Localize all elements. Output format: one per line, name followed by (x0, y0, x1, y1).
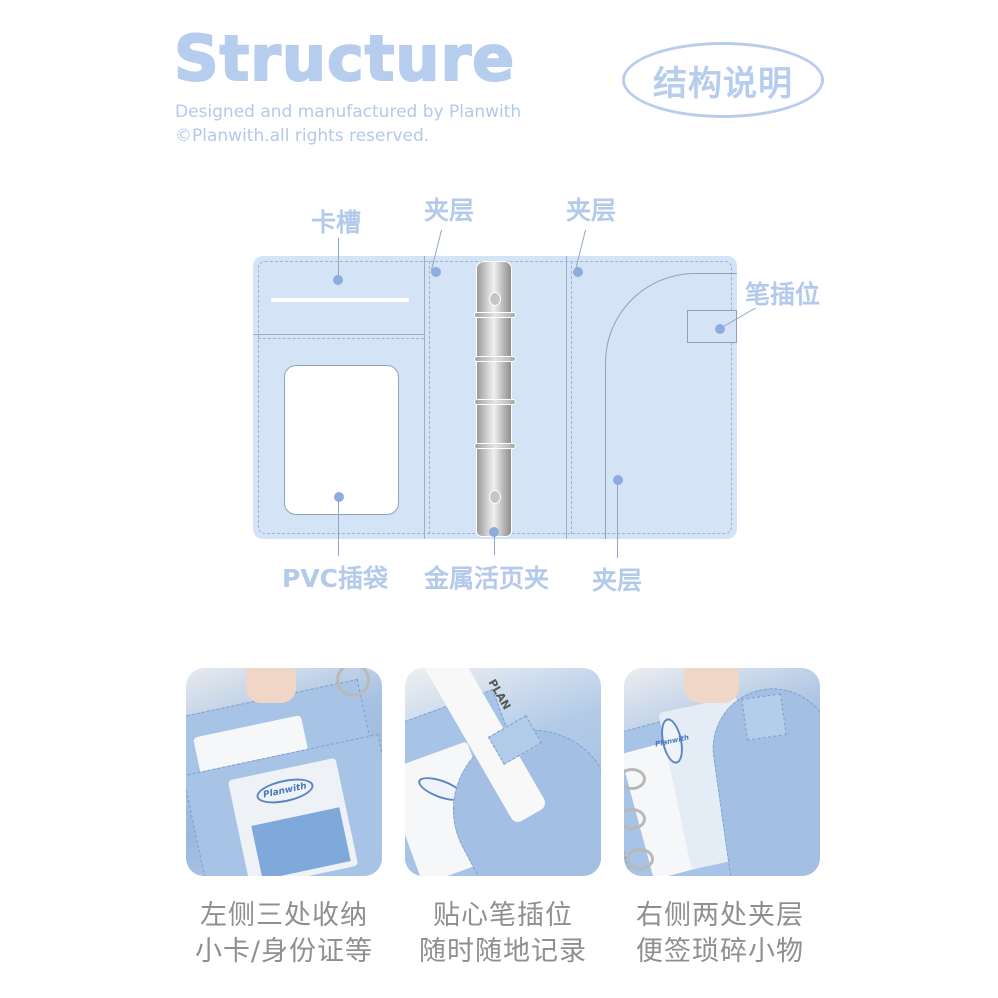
dot-metal-rings-icon (489, 527, 499, 537)
metal-ring-icon (336, 668, 370, 697)
leader-pvc-pocket (338, 500, 339, 556)
ring-band (474, 356, 516, 362)
dot-inner-pocket-left-icon (431, 267, 441, 277)
finger (246, 668, 296, 703)
ring-band (474, 399, 516, 405)
label-inner-pocket-bottom: 夹层 (592, 566, 643, 595)
dot-inner-pocket-bottom-icon (613, 475, 623, 485)
photo-right-pockets: Planwith (624, 668, 820, 876)
dot-inner-pocket-right-icon (573, 267, 583, 277)
right-pocket-curve-clip (605, 273, 737, 539)
rivet-top-icon (489, 292, 501, 306)
metal-ring-spine (474, 261, 516, 537)
caption-pen-holder: 贴心笔插位 随时随地记录 (393, 898, 613, 970)
leader-inner-pocket-bottom (617, 483, 618, 558)
finger (684, 668, 739, 703)
label-pen-holder: 笔插位 (745, 280, 821, 309)
photo-pen-holder: PLAN (405, 668, 601, 876)
caption-line-1: 右侧两处夹层 (636, 900, 804, 931)
caption-line-2: 便签琐碎小物 (636, 936, 804, 967)
metal-ring-icon (624, 768, 646, 790)
card-slot-opening (271, 298, 409, 302)
ring-band (474, 312, 516, 318)
subtitle-line-1: Designed and manufactured by Planwith (175, 102, 522, 122)
dot-pen-holder-icon (715, 324, 725, 334)
dot-card-slot-icon (333, 275, 343, 285)
page-title: Structure (173, 22, 516, 95)
label-pvc-pocket: PVC插袋 (282, 564, 389, 593)
pvc-window (284, 365, 399, 515)
label-inner-pocket-right: 夹层 (566, 196, 617, 225)
metal-ring-icon (626, 848, 654, 870)
structure-badge: 结构说明 (622, 42, 824, 118)
subtitle-line-2: ©Planwith.all rights reserved. (175, 126, 430, 146)
leader-metal-rings (494, 535, 495, 555)
label-metal-rings: 金属活页夹 (424, 564, 550, 593)
label-inner-pocket-left: 夹层 (424, 196, 475, 225)
left-fold-seam (424, 256, 425, 539)
dot-pvc-pocket-icon (334, 492, 344, 502)
rivet-bottom-icon (489, 490, 501, 504)
caption-line-2: 小卡/身份证等 (194, 936, 374, 967)
right-fold-seam (566, 256, 567, 539)
caption-right-pockets: 右侧两处夹层 便签琐碎小物 (610, 898, 830, 970)
card-slot-seam (253, 334, 425, 335)
caption-line-2: 随时随地记录 (419, 936, 587, 967)
ring-band (474, 443, 516, 449)
metal-ring-icon (624, 808, 646, 830)
leader-card-slot (338, 238, 339, 278)
label-card-slot: 卡槽 (311, 208, 362, 237)
subtitle: Designed and manufactured by Planwith ©P… (175, 100, 521, 148)
caption-line-1: 贴心笔插位 (433, 900, 573, 931)
photo-card-slots: Planwith (186, 668, 382, 876)
pen-loop (687, 310, 737, 343)
caption-line-1: 左侧三处收纳 (200, 900, 368, 931)
card-slot-stitch (258, 338, 424, 339)
right-fold-stitch (571, 261, 572, 534)
caption-card-slots: 左侧三处收纳 小卡/身份证等 (174, 898, 394, 970)
pen-loop-photo (741, 693, 787, 741)
left-fold-stitch (429, 261, 430, 534)
